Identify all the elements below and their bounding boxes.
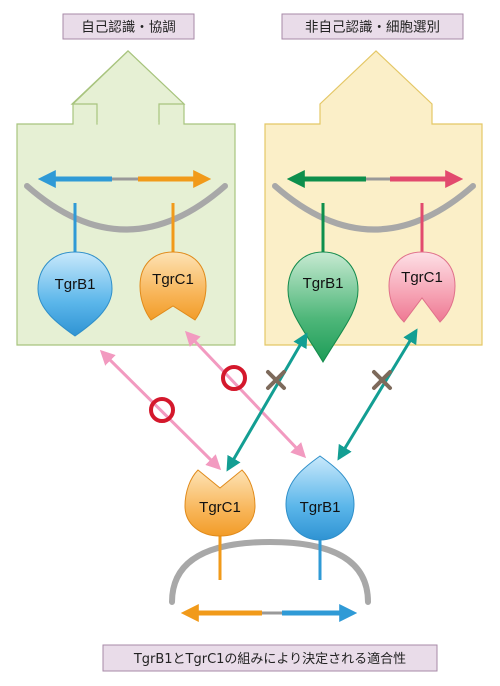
right-tgrc1-label: TgrC1 bbox=[401, 269, 443, 286]
interaction-arrows bbox=[99, 328, 418, 472]
bottom-caption: TgrB1とTgrC1の組みにより決定される適合性 bbox=[133, 651, 406, 667]
teal-arrow-b1-to-c1 bbox=[226, 332, 308, 472]
left-title: 自己認識・協調 bbox=[81, 20, 176, 36]
right-title-box: 非自己認識・細胞選別 bbox=[281, 13, 464, 40]
bottom-membrane-arc bbox=[169, 538, 371, 605]
right-membrane-arc bbox=[272, 183, 476, 233]
right-panel: TgrB1 TgrC1 bbox=[264, 50, 483, 363]
left-title-box: 自己認識・協調 bbox=[62, 13, 195, 40]
bottom-cell: TgrC1 TgrB1 bbox=[169, 455, 371, 622]
left-tgrb1-label: TgrB1 bbox=[55, 276, 96, 293]
bottom-tgrb1-protein bbox=[285, 455, 355, 541]
incompatible-cross-mark-2 bbox=[372, 370, 392, 390]
right-tgrb1-label: TgrB1 bbox=[303, 275, 344, 292]
right-title: 非自己認識・細胞選別 bbox=[305, 20, 440, 36]
left-membrane-arc bbox=[24, 183, 228, 233]
bottom-tgrc1-protein bbox=[184, 469, 256, 537]
left-tgrc1-label: TgrC1 bbox=[152, 271, 194, 288]
incompatible-cross-mark-1 bbox=[266, 370, 286, 390]
right-tgrb1-protein bbox=[287, 251, 359, 363]
right-tgrc1-protein bbox=[388, 251, 456, 323]
compatible-circle-mark-1 bbox=[149, 397, 175, 423]
bottom-tgrc1-label: TgrC1 bbox=[199, 499, 241, 516]
teal-arrow-c1-to-b1 bbox=[337, 328, 418, 461]
bottom-tgrb1-label: TgrB1 bbox=[300, 499, 341, 516]
bottom-caption-box: TgrB1とTgrC1の組みにより決定される適合性 bbox=[102, 644, 438, 672]
compatible-circle-mark-2 bbox=[221, 365, 247, 391]
left-panel: TgrB1 TgrC1 bbox=[16, 50, 236, 346]
left-tgrc1-protein bbox=[139, 251, 207, 321]
pink-arrow-b1-to-c1 bbox=[99, 349, 222, 471]
left-tgrb1-protein bbox=[37, 251, 113, 337]
